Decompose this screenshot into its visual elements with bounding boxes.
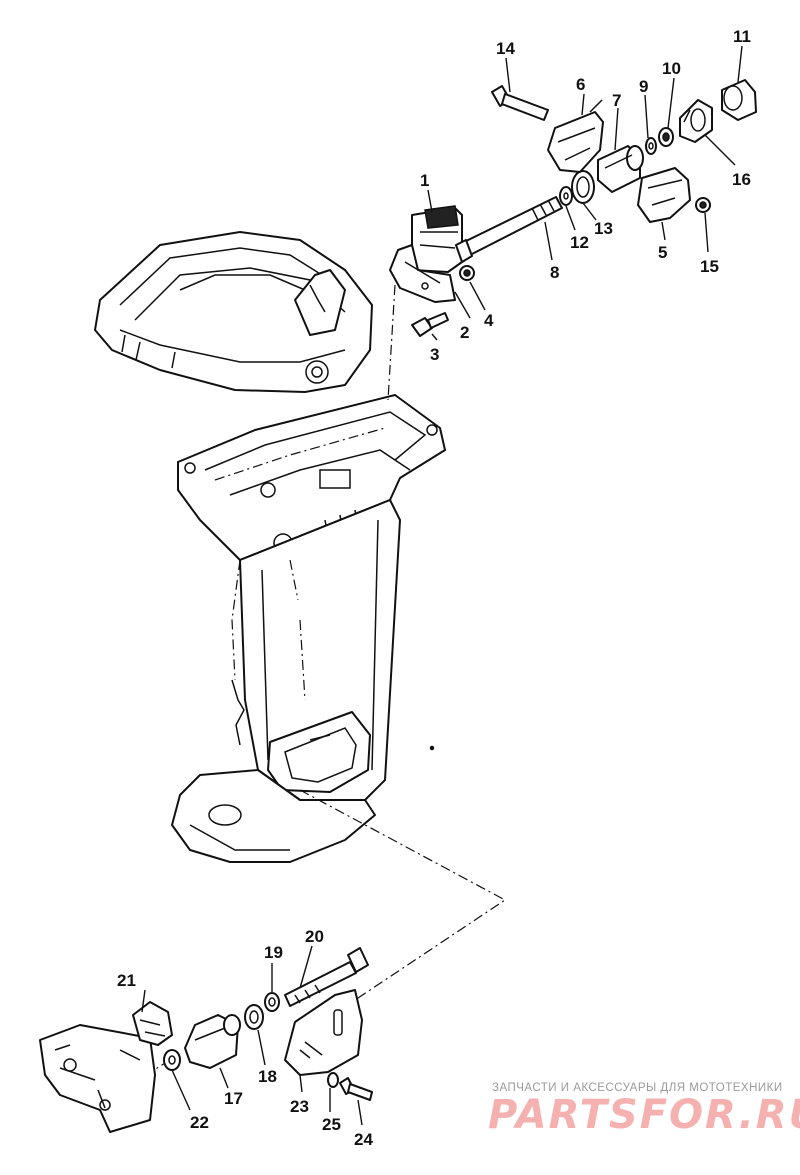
callout-5: 5	[658, 243, 667, 262]
callout-9: 9	[639, 77, 648, 96]
part-14-long-bolt	[491, 85, 549, 121]
callout-4: 4	[484, 311, 494, 330]
part-16-clamp	[679, 99, 713, 143]
callout-14: 14	[496, 39, 515, 58]
part-12-washer	[559, 186, 573, 206]
part-19-washer	[264, 992, 280, 1012]
part-4-nut	[459, 265, 475, 281]
callout-6: 6	[576, 75, 585, 94]
callout-21: 21	[117, 971, 136, 990]
callout-20: 20	[305, 927, 324, 946]
callout-17: 17	[224, 1089, 243, 1108]
watermark-logo: PARTSFOR.RU	[488, 1092, 800, 1138]
part-15-nut	[695, 197, 711, 213]
part-11-cap	[721, 79, 757, 121]
part-7-rubber-mount	[597, 145, 644, 193]
callout-7: 7	[612, 91, 621, 110]
callout-22: 22	[190, 1113, 209, 1132]
part-5-lower-bracket	[637, 167, 691, 223]
callout-12: 12	[570, 233, 589, 252]
callout-labels: 1 2 3 4 5 6 7 8 9 10 11 12 13 14 15 16 1…	[117, 27, 751, 1149]
callout-19: 19	[264, 943, 283, 962]
part-20-bolt	[284, 947, 369, 1007]
callout-2: 2	[460, 323, 469, 342]
callout-16: 16	[732, 170, 751, 189]
part-23-mount-plate	[284, 989, 363, 1076]
callout-15: 15	[700, 257, 719, 276]
centerline-upper	[387, 284, 396, 401]
driveshaft-housing	[171, 394, 446, 863]
part-25-washer	[327, 1072, 339, 1088]
callout-3: 3	[430, 345, 439, 364]
part-24-bolt	[339, 1077, 373, 1101]
part-10-nut	[658, 127, 674, 147]
part-21-clamp-bracket	[132, 1001, 173, 1046]
callout-18: 18	[258, 1067, 277, 1086]
rear-housing-fragment	[39, 1024, 156, 1133]
part-9-washer	[645, 137, 657, 155]
part-3-bolt	[411, 312, 449, 337]
callout-23: 23	[290, 1097, 309, 1116]
watermark-caption: ЗАПЧАСТИ И АКСЕССУАРЫ ДЛЯ МОТОТЕХНИКИ	[492, 1082, 783, 1094]
callout-24: 24	[354, 1130, 373, 1149]
callout-10: 10	[662, 59, 681, 78]
leader-lines	[141, 45, 743, 1126]
exhaust-top-cover	[94, 231, 373, 393]
part-1-mount-block	[411, 205, 463, 273]
callout-25: 25	[322, 1115, 341, 1134]
part-17-rubber-mount	[184, 1014, 241, 1069]
part-18-spacer	[244, 1004, 264, 1030]
callout-1: 1	[420, 171, 429, 190]
callout-8: 8	[550, 263, 559, 282]
part-8-through-bolt	[455, 196, 563, 263]
part-6-upper-bracket	[547, 99, 604, 173]
part-13-o-ring	[571, 170, 595, 204]
part-22-washer	[163, 1049, 181, 1071]
callout-13: 13	[594, 219, 613, 238]
part-2-bracket	[389, 244, 456, 303]
callout-11: 11	[733, 27, 751, 46]
